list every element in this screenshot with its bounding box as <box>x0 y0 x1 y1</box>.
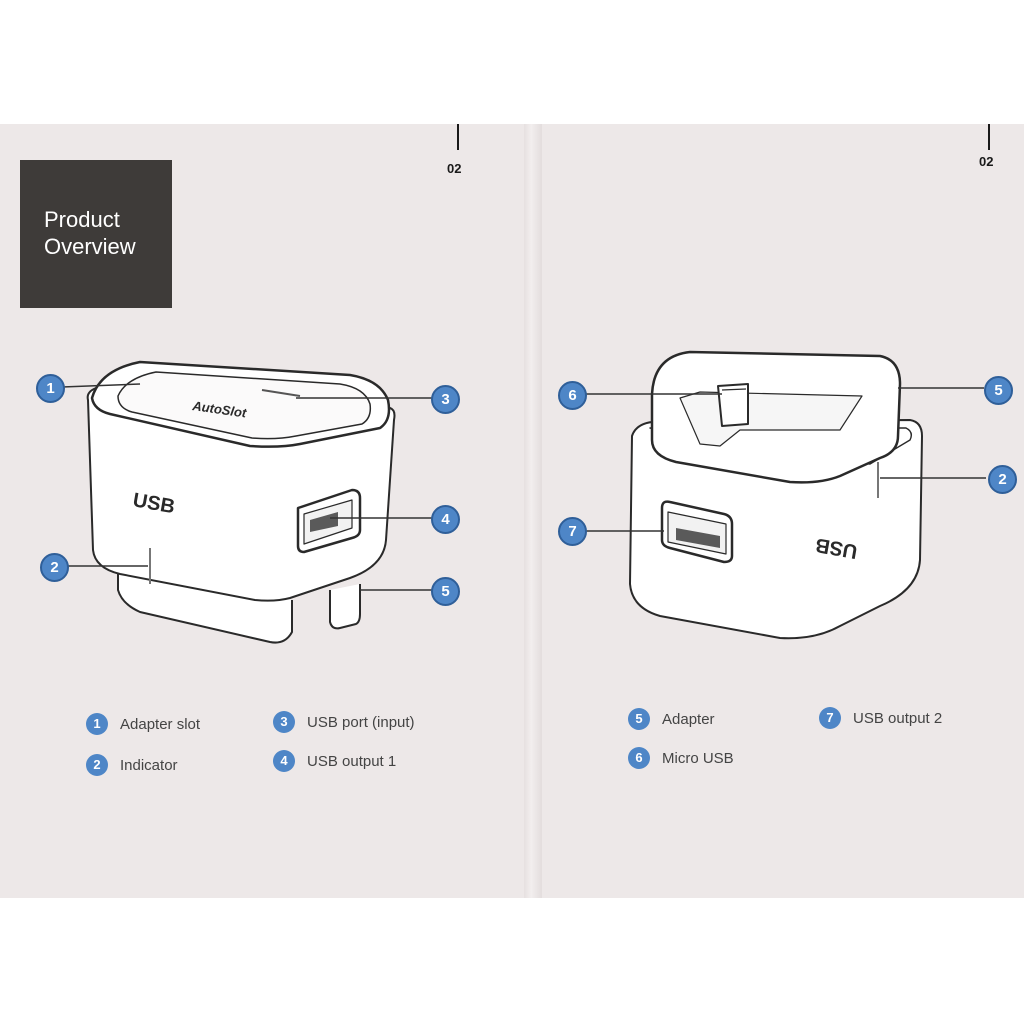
legend-item-micro-usb: 6 Micro USB <box>628 747 734 769</box>
legend-badge: 7 <box>819 707 841 729</box>
page-number-right: 02 <box>979 154 994 169</box>
callout-right-5: 5 <box>984 376 1013 405</box>
callout-right-6: 6 <box>558 381 587 410</box>
callout-left-3: 3 <box>431 385 460 414</box>
legend-item-adapter-slot: 1 Adapter slot <box>86 713 200 735</box>
legend-badge: 5 <box>628 708 650 730</box>
legend-badge: 4 <box>273 750 295 772</box>
legend-badge: 2 <box>86 754 108 776</box>
legend-item-adapter: 5 Adapter <box>628 708 715 730</box>
legend-label: USB output 1 <box>307 752 397 770</box>
left-device-illustration <box>86 360 396 644</box>
legend-item-indicator: 2 Indicator <box>86 754 178 776</box>
page-marker-line-left <box>457 124 459 150</box>
left-leader-lines <box>61 383 432 591</box>
legend-label: Adapter <box>662 710 715 728</box>
legend-item-usb-port-input: 3 USB port (input) <box>273 711 415 733</box>
legend-item-usb-output-1: 4 USB output 1 <box>273 750 396 772</box>
legend-badge: 6 <box>628 747 650 769</box>
callout-left-5: 5 <box>431 577 460 606</box>
legend-label: Micro USB <box>662 749 734 767</box>
legend-badge: 3 <box>273 711 295 733</box>
legend-label: Indicator <box>120 756 178 774</box>
legend-label: Adapter slot <box>120 715 201 733</box>
legend-label: USB output 2 <box>853 709 943 727</box>
title-box: Product Overview <box>20 160 172 308</box>
legend-badge: 1 <box>86 713 108 735</box>
page-marker-line-right <box>988 124 990 150</box>
right-device-illustration <box>629 350 923 640</box>
callout-right-7: 7 <box>558 517 587 546</box>
page-number-left: 02 <box>447 161 462 176</box>
legend-label: USB port (input) <box>307 713 415 731</box>
callout-left-4: 4 <box>431 505 460 534</box>
page-title: Product Overview <box>44 207 136 259</box>
callout-right-2: 2 <box>988 465 1017 494</box>
page-crease <box>524 124 542 898</box>
callout-left-2: 2 <box>40 553 69 582</box>
right-leader-lines <box>584 387 986 532</box>
legend-item-usb-output-2: 7 USB output 2 <box>819 707 942 729</box>
callout-left-1: 1 <box>36 374 65 403</box>
